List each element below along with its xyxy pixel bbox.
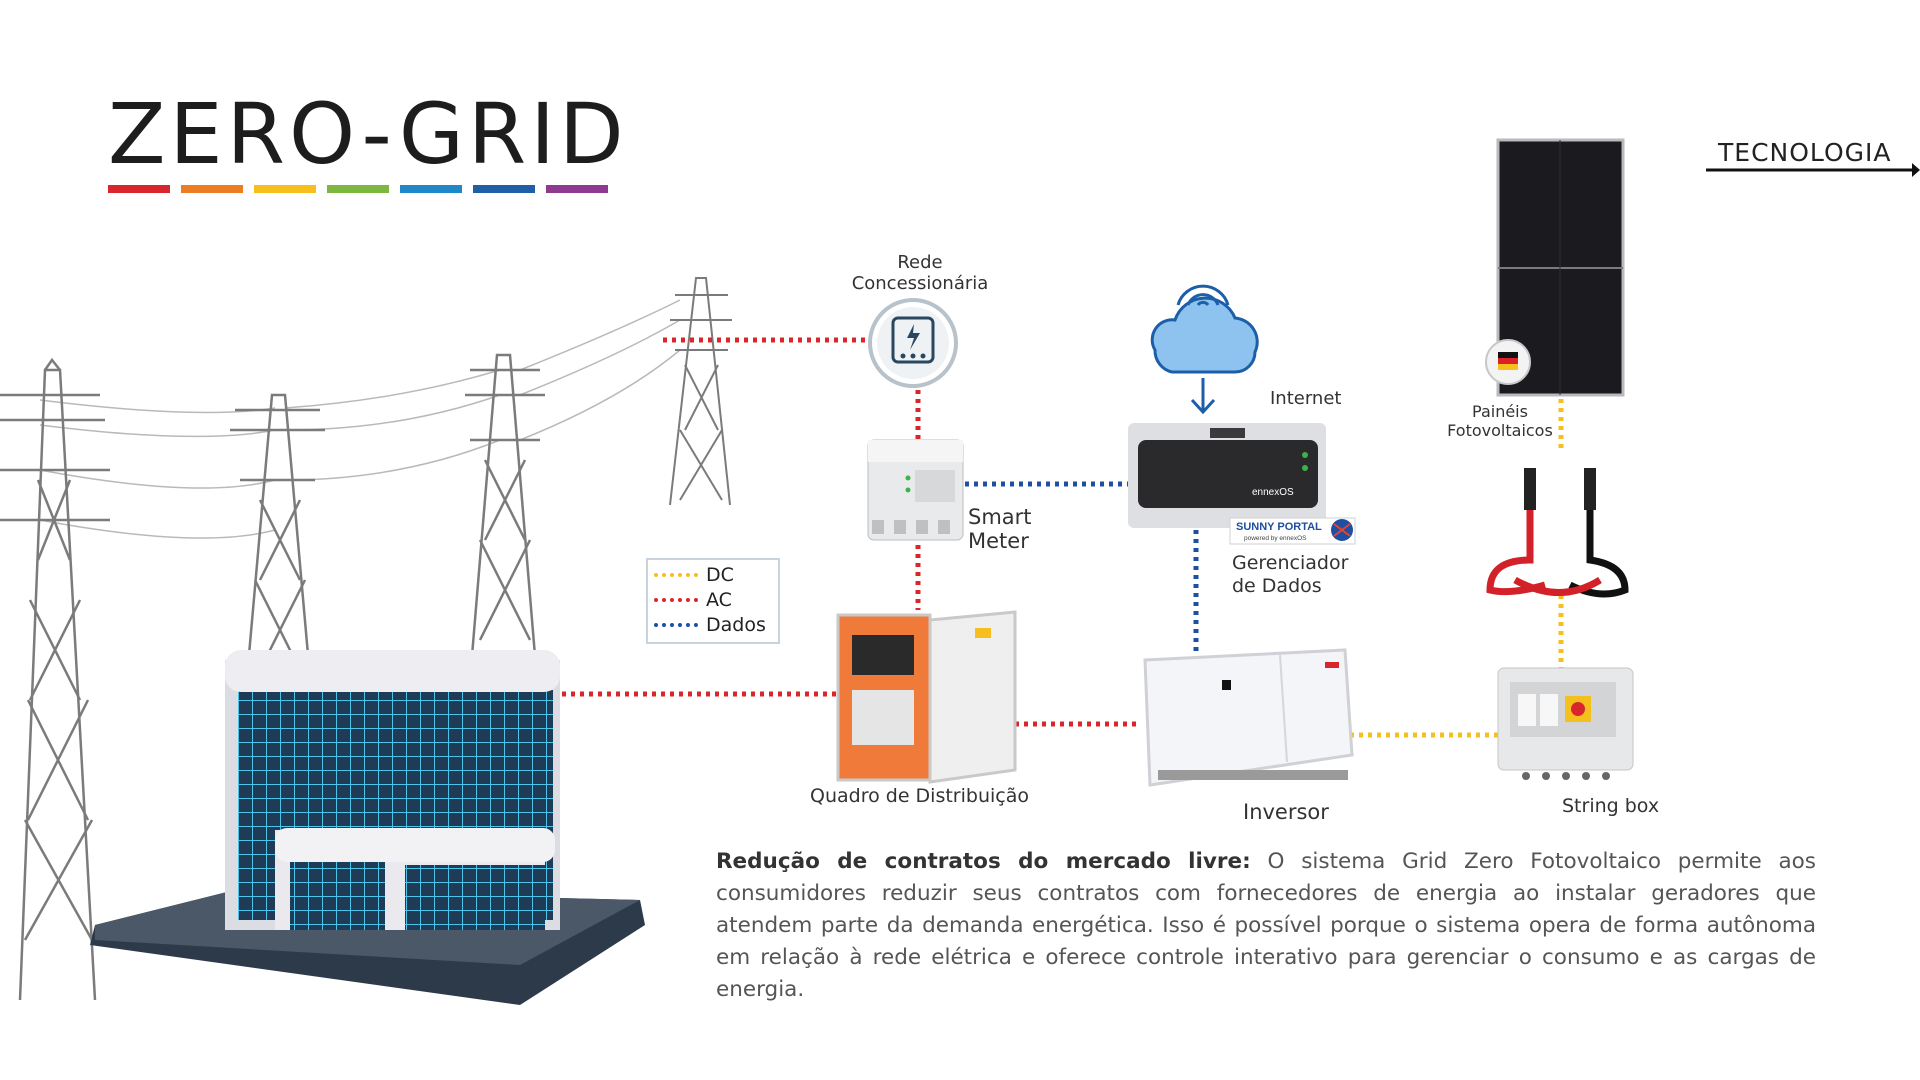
label-inversor: Inversor bbox=[1243, 800, 1329, 824]
section-label: TECNOLOGIA bbox=[1718, 138, 1892, 167]
legend-item-ac: AC bbox=[654, 589, 732, 611]
pv-cables bbox=[1486, 470, 1629, 598]
solar-panel bbox=[1485, 138, 1625, 397]
legend-swatch-dc bbox=[654, 573, 698, 577]
label-paineis-fotovoltaicos: Painéis Fotovoltaicos bbox=[1447, 402, 1553, 440]
legend-swatch-ac bbox=[654, 598, 698, 602]
color-bar-7 bbox=[546, 185, 608, 193]
building-illustration bbox=[90, 650, 645, 1005]
description-bold: Redução de contratos do mercado livre: bbox=[716, 849, 1251, 874]
color-bar-2 bbox=[181, 185, 243, 193]
transmission-tower-4 bbox=[669, 277, 732, 506]
utility-meter-icon bbox=[868, 298, 958, 388]
legend-swatch-dados bbox=[654, 623, 698, 627]
legend-label-dados: Dados bbox=[706, 614, 766, 636]
color-bar-5 bbox=[400, 185, 462, 193]
color-bar-4 bbox=[327, 185, 389, 193]
section-arrow bbox=[1706, 163, 1920, 177]
color-bar-3 bbox=[254, 185, 316, 193]
label-rede-concessionaria: Rede Concessionária bbox=[851, 252, 989, 294]
sunny-portal-brand: SUNNY PORTAL bbox=[1236, 521, 1322, 533]
description-paragraph: Redução de contratos do mercado livre: O… bbox=[716, 846, 1816, 1006]
sunny-portal-sub: powered by ennexOS bbox=[1244, 535, 1307, 542]
page-title: ZERO-GRID bbox=[108, 85, 628, 183]
transmission-tower-1 bbox=[0, 357, 110, 1001]
power-cables bbox=[39, 299, 681, 539]
label-smart-meter: Smart Meter bbox=[968, 505, 1032, 553]
dc-lines bbox=[1350, 390, 1564, 738]
inverter-device bbox=[1143, 648, 1354, 787]
ennexos-brand: ennexOS bbox=[1252, 487, 1294, 498]
mc4-connectors bbox=[1524, 468, 1596, 510]
ac-lines bbox=[562, 337, 1140, 727]
data-manager-device bbox=[1128, 423, 1356, 545]
description-text: O sistema Grid Zero Fotovoltaico permite… bbox=[716, 849, 1816, 1002]
label-string-box: String box bbox=[1562, 795, 1660, 817]
legend: DC AC Dados bbox=[646, 558, 780, 644]
legend-label-ac: AC bbox=[706, 589, 732, 611]
smart-meter-device bbox=[867, 439, 964, 541]
label-quadro-de-distribuicao: Quadro de Distribuição bbox=[810, 785, 1029, 807]
color-bar-6 bbox=[473, 185, 535, 193]
string-box-device bbox=[1497, 667, 1634, 780]
color-bar-1 bbox=[108, 185, 170, 193]
transmission-tower-2 bbox=[230, 393, 325, 701]
label-internet: Internet bbox=[1270, 388, 1342, 409]
legend-item-dc: DC bbox=[654, 564, 734, 586]
label-gerenciador-de-dados: Gerenciador de Dados bbox=[1232, 552, 1349, 597]
data-lines bbox=[965, 481, 1199, 655]
cloud-icon bbox=[1150, 284, 1259, 415]
distribution-panel bbox=[836, 610, 1017, 784]
legend-item-dados: Dados bbox=[654, 614, 766, 636]
transmission-tower-3 bbox=[465, 353, 545, 681]
legend-label-dc: DC bbox=[706, 564, 734, 586]
